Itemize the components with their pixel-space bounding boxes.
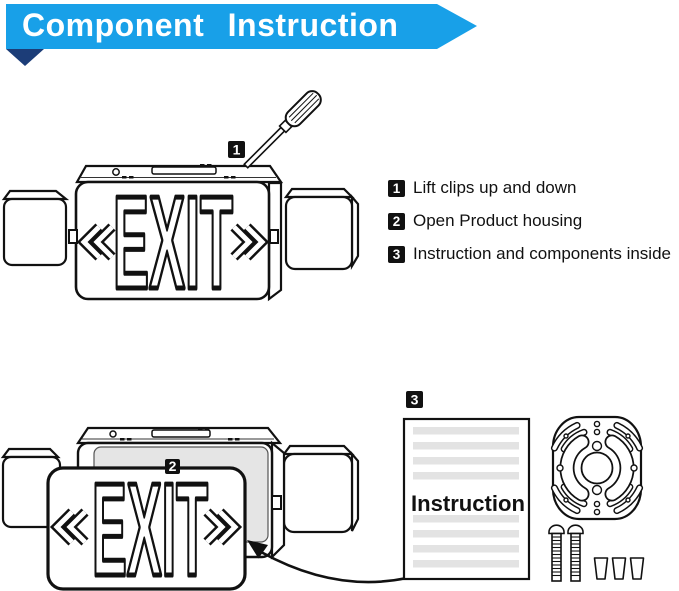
callout-1: 1 xyxy=(228,141,245,158)
wire-nut-icon-2 xyxy=(611,557,627,580)
removed-faceplate: EXIT xyxy=(46,454,247,591)
chevron-right-icon xyxy=(230,223,270,261)
screw-icon-2 xyxy=(567,524,584,582)
pointer-arrow xyxy=(247,540,408,584)
step-1-badge: 1 xyxy=(388,179,405,197)
chevron-left-icon-2 xyxy=(49,508,89,546)
knockout-hole-2 xyxy=(109,430,117,438)
chevron-right-icon-2 xyxy=(203,508,243,546)
chevron-left-icon xyxy=(76,223,116,261)
exit-text: EXIT xyxy=(113,169,233,316)
instruction-manual: Instruction xyxy=(402,417,531,581)
manual-title: Instruction xyxy=(411,491,525,516)
callout-1-number: 1 xyxy=(233,142,241,158)
step-item-1: 1 Lift clips up and down xyxy=(388,178,671,197)
clip-left xyxy=(68,229,78,244)
lamp-head-left xyxy=(1,189,70,267)
banner-ribbon: Component Instruction xyxy=(6,4,477,49)
knockout-hole xyxy=(112,168,120,176)
step-2-badge: 2 xyxy=(388,212,405,230)
mounting-plate xyxy=(550,415,644,521)
sign-housing xyxy=(68,164,284,302)
step-list: 1 Lift clips up and down 2 Open Product … xyxy=(388,178,671,278)
mounting-screws xyxy=(548,524,584,582)
exit-legend: EXIT xyxy=(76,167,270,319)
wire-nut-icon-3 xyxy=(629,557,645,580)
lamp-head-right xyxy=(283,187,360,271)
exit-sign-closed: EXIT 1 xyxy=(1,90,360,319)
step-1-label: Lift clips up and down xyxy=(413,178,577,197)
screw-icon xyxy=(548,524,565,582)
callout-3: 3 xyxy=(406,391,423,408)
wire-nuts xyxy=(593,557,645,580)
callout-2: 2 xyxy=(165,458,180,474)
clip-right-2 xyxy=(271,495,282,510)
step-3-badge: 3 xyxy=(388,245,405,263)
top-slot-2 xyxy=(151,429,211,438)
callout-2-number: 2 xyxy=(169,458,177,474)
top-slot xyxy=(151,166,217,175)
step-2-label: Open Product housing xyxy=(413,211,583,230)
step-item-3: 3 Instruction and components inside xyxy=(388,244,671,263)
step-3-label: Instruction and components inside xyxy=(413,244,671,263)
lamp-head-right-2 xyxy=(281,444,360,534)
exit-sign-opened: EXIT 2 xyxy=(0,426,408,591)
wire-nut-icon xyxy=(593,557,609,580)
exit-text-2: EXIT xyxy=(92,456,208,591)
step-item-2: 2 Open Product housing xyxy=(388,211,671,230)
page-title: Component Instruction xyxy=(22,7,399,43)
screwdriver-icon xyxy=(243,90,322,169)
clip-right xyxy=(269,229,279,244)
callout-3-number: 3 xyxy=(411,392,419,408)
plate-holes xyxy=(556,420,638,516)
manual-text-lines xyxy=(413,427,519,568)
